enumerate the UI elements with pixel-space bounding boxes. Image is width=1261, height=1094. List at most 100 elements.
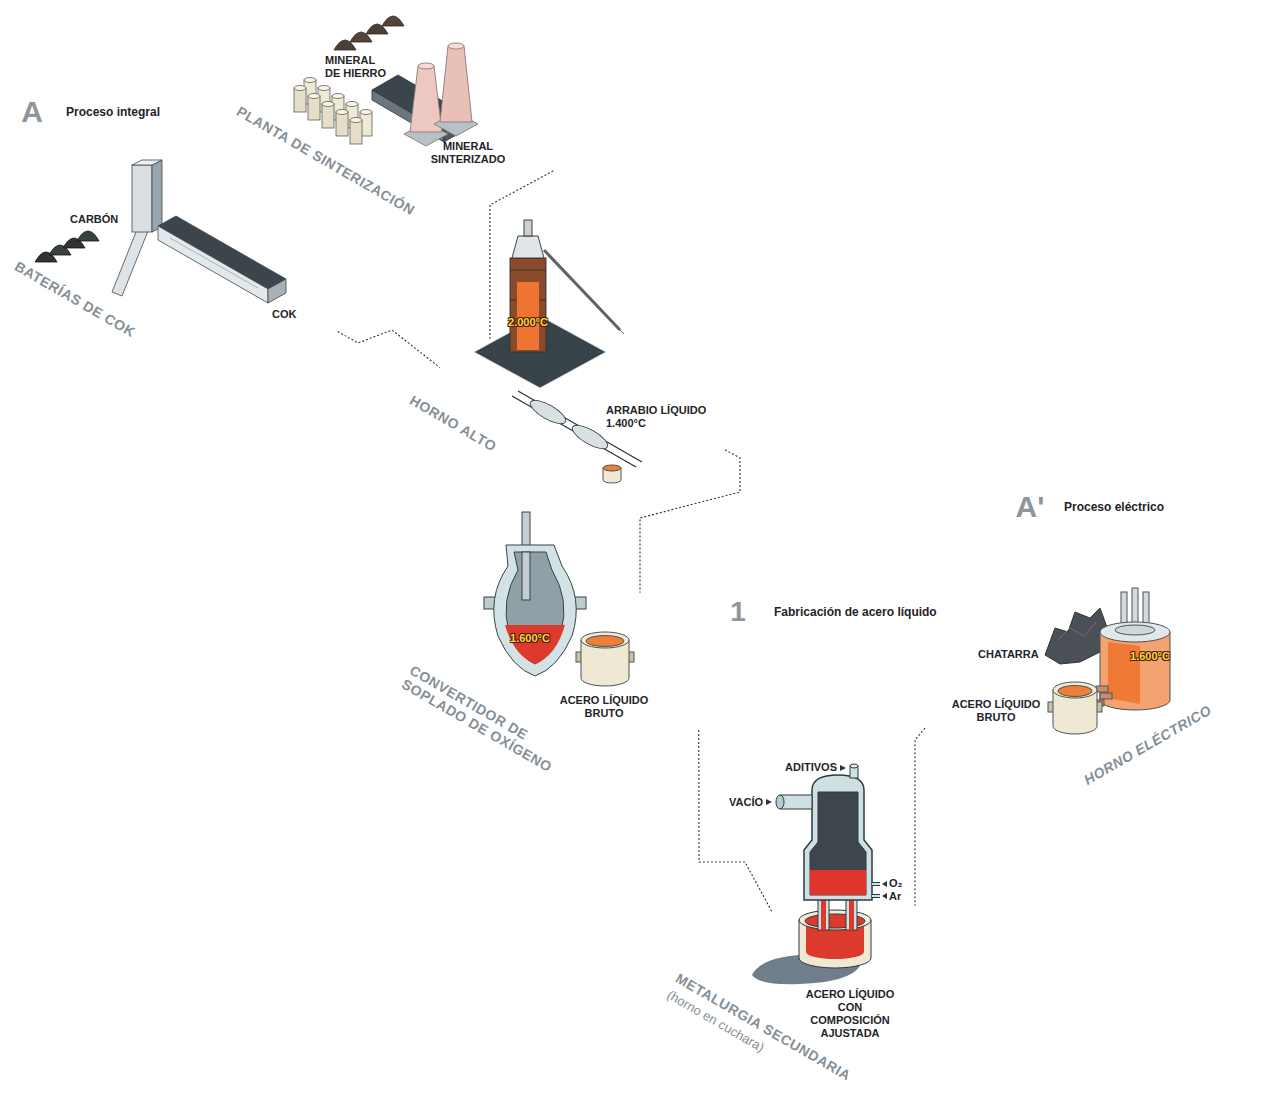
rh-degasser <box>850 764 858 768</box>
coal-piles <box>35 231 99 262</box>
temperature-label: 1.600°C <box>1130 650 1170 663</box>
torpedo-cars <box>603 465 621 471</box>
coal-piles <box>77 231 99 241</box>
material-label: CHATARRA <box>978 648 1039 661</box>
rh-degasser <box>872 882 880 886</box>
material-label: MINERAL SINTERIZADO <box>424 140 512 166</box>
scrap-pile <box>1045 608 1108 664</box>
flow-connector <box>699 730 772 912</box>
pointer-mark <box>840 765 846 771</box>
rh-degasser <box>872 894 880 898</box>
rh-degasser <box>806 926 864 959</box>
sinter-silos <box>318 86 330 91</box>
badge-pill <box>1030 487 1178 527</box>
blast-furnace <box>524 220 532 236</box>
material-label: ACERO LÍQUIDO BRUTO <box>946 698 1046 724</box>
material-label: CARBÓN <box>70 213 118 226</box>
sinter-silos <box>308 94 320 99</box>
coke-oven-battery <box>152 160 162 232</box>
coke-oven-battery <box>158 216 286 289</box>
sinter-plant <box>382 16 404 26</box>
ladle <box>586 636 624 647</box>
oxygen-converter <box>506 552 564 664</box>
platform-edge <box>680 871 1026 1071</box>
sinter-silos <box>322 104 334 128</box>
sinter-silos <box>350 120 362 144</box>
platform-shape <box>410 558 765 767</box>
platform-edge <box>410 291 769 499</box>
sinter-silos <box>294 88 306 112</box>
process-platform: CONVERTIDOR DE SOPLADO DE OXÍGENO1.600°C… <box>410 558 765 763</box>
platform-edge <box>707 425 727 453</box>
coke-oven-battery <box>158 226 268 303</box>
platform-tail <box>322 306 341 332</box>
rh-degasser <box>810 870 866 895</box>
ladle <box>1058 686 1092 697</box>
badge-pill <box>32 92 174 132</box>
sinter-silos <box>304 78 316 83</box>
blast-furnace <box>474 220 624 388</box>
temperature-label: 2.000°C <box>508 316 548 329</box>
material-label: ACERO LÍQUIDO CON COMPOSICIÓN AJUSTADA <box>797 988 903 1040</box>
sinter-silos <box>336 110 348 115</box>
blast-furnace <box>510 270 546 271</box>
coke-oven-battery <box>132 165 152 232</box>
sinter-silos <box>308 96 320 120</box>
blast-furnace <box>548 256 624 334</box>
badge-circle <box>10 90 54 134</box>
rh-degasser <box>780 795 812 809</box>
electric-arc-furnace <box>1092 588 1170 710</box>
platform-shape <box>410 288 769 500</box>
temperature-label: 1.600°C <box>510 632 550 645</box>
sinter-stacks <box>404 43 478 146</box>
blast-furnace <box>510 300 517 301</box>
platform-shape <box>5 153 386 377</box>
ladle <box>1053 682 1097 698</box>
oxygen-converter <box>522 552 530 600</box>
coke-oven-battery <box>132 160 162 165</box>
platform-edge <box>890 586 1232 784</box>
platform-top <box>410 288 769 496</box>
platform-heading: CONVERTIDOR DE SOPLADO DE OXÍGENO <box>399 662 588 790</box>
pointer-mark <box>766 765 887 899</box>
pointer-mark <box>766 799 772 805</box>
electric-arc-furnace <box>1100 622 1170 642</box>
flow-connector <box>338 330 440 368</box>
process-platform: METALURGIA SECUNDARIA(horno en cuchara)A… <box>680 868 1026 1068</box>
ladle <box>581 632 629 648</box>
badge-pill <box>738 592 951 632</box>
platform-edge <box>322 309 341 335</box>
flow-connector <box>490 171 553 339</box>
flow-connector <box>915 728 925 906</box>
pointer-mark <box>882 893 887 899</box>
platform-shape <box>890 583 1232 785</box>
sinter-silos <box>360 110 372 115</box>
electric-arc-furnace <box>1100 693 1112 699</box>
platform-top <box>410 558 765 763</box>
platform-top <box>235 5 594 213</box>
badge-title: Proceso integral <box>66 105 160 119</box>
sinter-stacks <box>448 43 464 49</box>
material-label: ACERO LÍQUIDO BRUTO <box>552 694 656 720</box>
rh-degasser <box>810 792 866 895</box>
platform-tail <box>707 422 727 450</box>
coke-oven-battery <box>112 222 150 296</box>
rh-degasser <box>804 775 872 900</box>
flow-connector <box>640 450 740 593</box>
coke-oven-battery <box>268 279 286 303</box>
platform-tail <box>925 700 946 728</box>
platform-edge <box>681 705 701 733</box>
ladle <box>576 632 634 686</box>
oxygen-converter <box>484 512 586 676</box>
pointer-mark <box>882 881 887 887</box>
platform-heading: HORNO ALTO <box>407 392 499 455</box>
badge-letter: 1 <box>730 598 746 626</box>
badge-circle <box>714 588 762 636</box>
material-label: ARRABIO LÍQUIDO 1.400°C <box>606 404 718 430</box>
sinter-silos <box>346 102 358 107</box>
process-platform: HORNO ELÉCTRICOCHATARRA1.600°CACERO LÍQU… <box>890 583 1232 781</box>
electric-arc-furnace <box>1096 686 1108 692</box>
